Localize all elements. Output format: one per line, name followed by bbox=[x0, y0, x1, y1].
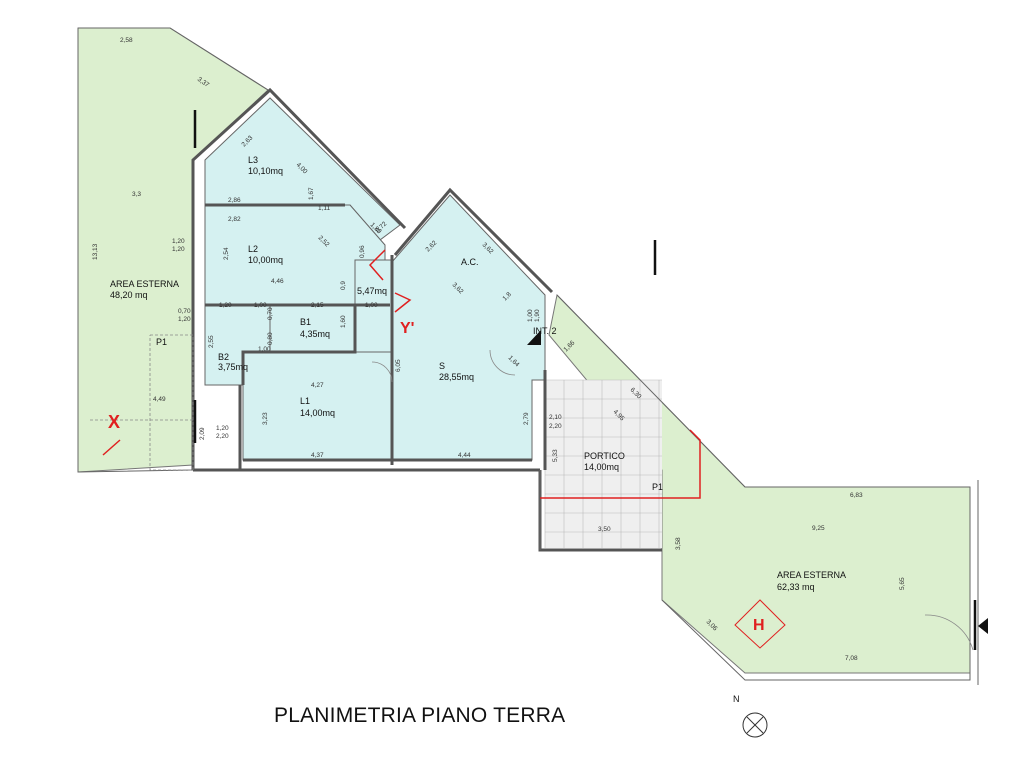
s-area: 28,55mq bbox=[439, 372, 474, 382]
dim-label: 2,58 bbox=[120, 37, 133, 44]
dim-label: 2,82 bbox=[228, 216, 241, 223]
dim-label: 1,67 bbox=[308, 187, 315, 200]
dim-label: 1,00 bbox=[258, 346, 271, 353]
l1-name: L1 bbox=[300, 396, 310, 406]
door-swings bbox=[371, 349, 974, 651]
dim-label: 1,60 bbox=[340, 315, 347, 328]
dim-label: 2,79 bbox=[523, 412, 530, 425]
dim-label: 2,10 bbox=[549, 414, 562, 421]
marker-h: H bbox=[753, 617, 765, 634]
plan-title: PLANIMETRIA PIANO TERRA bbox=[274, 704, 566, 727]
dim-label: 3,23 bbox=[262, 412, 269, 425]
dim-label: 1,90 bbox=[534, 309, 541, 322]
dim-label: 13,13 bbox=[92, 243, 99, 260]
dim-label: 2,86 bbox=[228, 197, 241, 204]
l1-room bbox=[242, 351, 393, 461]
room-labels: AREA ESTERNA 48,20 mq L3 10,10mq L2 10,0… bbox=[110, 155, 846, 592]
b1-area: 4,35mq bbox=[300, 329, 330, 339]
h-marker-triangle bbox=[734, 599, 786, 649]
l2-name: L2 bbox=[248, 244, 258, 254]
dim-label: 6,83 bbox=[850, 492, 863, 499]
dim-label: 0,9 bbox=[340, 281, 347, 290]
l3-area: 10,10mq bbox=[248, 166, 283, 176]
b1-name: B1 bbox=[300, 317, 311, 327]
portico-floor bbox=[545, 380, 662, 548]
portico-name: PORTICO bbox=[584, 451, 625, 461]
area-esterna-east-name: AREA ESTERNA bbox=[777, 570, 846, 580]
dim-label: 2,20 bbox=[216, 433, 229, 440]
dim-label: 4,49 bbox=[153, 396, 166, 403]
dim-label: 3,50 bbox=[598, 526, 611, 533]
entrance-arrow-east bbox=[978, 618, 988, 634]
dim-label: 0,80 bbox=[267, 332, 274, 345]
marker-p1-right: P1 bbox=[652, 482, 663, 492]
compass-icon: N bbox=[733, 694, 768, 738]
dim-label: 1,20 bbox=[219, 302, 232, 309]
ac-name: A.C. bbox=[461, 257, 479, 267]
dim-label: 4,44 bbox=[458, 452, 471, 459]
l3-name: L3 bbox=[248, 155, 258, 165]
dim-label: 2,09 bbox=[199, 427, 206, 440]
dim-label: 1,20 bbox=[178, 316, 191, 323]
dim-label: 1,00 bbox=[527, 309, 534, 322]
corridor-area: 5,47mq bbox=[357, 286, 387, 296]
dim-label: 2,15 bbox=[311, 302, 324, 309]
b2-area: 3,75mq bbox=[218, 362, 248, 372]
dim-label: 1,20 bbox=[172, 238, 185, 245]
dim-label: 6,05 bbox=[395, 359, 402, 372]
dim-label: 2,55 bbox=[208, 335, 215, 348]
area-esterna-west-area: 48,20 mq bbox=[110, 290, 148, 300]
p1-dashed-lines bbox=[90, 334, 194, 471]
section-markers bbox=[102, 249, 701, 499]
dim-label: 4,27 bbox=[311, 382, 324, 389]
dim-label: 2,54 bbox=[223, 247, 230, 260]
dim-label: 5,65 bbox=[899, 577, 906, 590]
l1-area: 14,00mq bbox=[300, 408, 335, 418]
portico-tiles bbox=[544, 379, 662, 548]
area-esterna-west-name: AREA ESTERNA bbox=[110, 279, 179, 289]
dim-label: 1,20 bbox=[172, 246, 185, 253]
dim-label: 4,37 bbox=[311, 452, 324, 459]
detail-lines bbox=[193, 110, 977, 650]
dim-label: 0,70 bbox=[178, 308, 191, 315]
marker-y: Y' bbox=[400, 320, 414, 337]
dim-label: 3,3 bbox=[132, 191, 141, 198]
dim-label: 7,08 bbox=[845, 655, 858, 662]
dim-label: 2,20 bbox=[549, 423, 562, 430]
exterior-lines bbox=[77, 27, 979, 685]
dim-label: 4,46 bbox=[271, 278, 284, 285]
entrance-arrow-int2 bbox=[527, 330, 541, 345]
dim-label: 0,96 bbox=[359, 245, 366, 258]
dim-label: 1,20 bbox=[216, 425, 229, 432]
dim-label: 1,11 bbox=[318, 205, 331, 212]
area-esterna-east-area: 62,33 mq bbox=[777, 582, 815, 592]
dim-label: 1,8 bbox=[501, 291, 513, 303]
l2-area: 10,00mq bbox=[248, 255, 283, 265]
int2-name: INT. 2 bbox=[533, 326, 557, 336]
marker-p1-left: P1 bbox=[156, 337, 167, 347]
dim-label: 1,00 bbox=[365, 302, 378, 309]
s-name: S bbox=[439, 361, 445, 371]
portico-area: 14,00mq bbox=[584, 462, 619, 472]
b2-name: B2 bbox=[218, 352, 229, 362]
marker-x: X bbox=[108, 412, 120, 432]
dim-label: 3,58 bbox=[675, 537, 682, 550]
dim-label: 1,00 bbox=[254, 302, 267, 309]
dim-label: 0,70 bbox=[267, 307, 274, 320]
dim-label: 5,33 bbox=[552, 449, 559, 462]
dim-label: 9,25 bbox=[812, 525, 825, 532]
compass-north-label: N bbox=[733, 694, 740, 704]
